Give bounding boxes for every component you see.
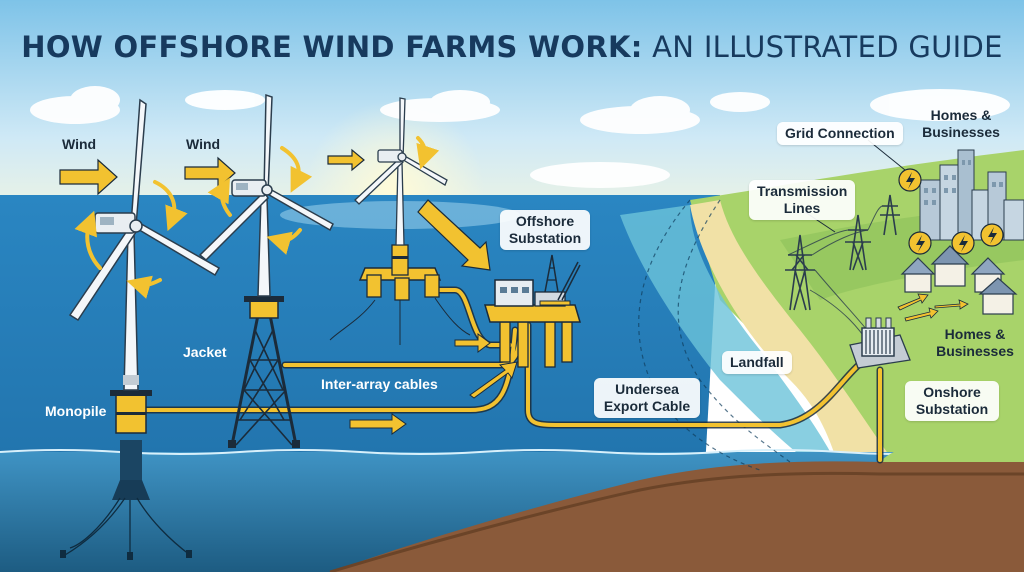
label-jacket: Jacket (183, 344, 227, 360)
label-homes-top: Homes & Businesses (916, 107, 1006, 141)
label-transmission-line-2: Lines (783, 200, 821, 216)
label-grid-connection: Grid Connection (777, 122, 903, 145)
wind-arrows (59, 148, 491, 271)
city (919, 149, 1024, 241)
label-homes-bottom-line-1: Homes & (944, 326, 1006, 342)
label-export-cable-line-2: Export Cable (603, 398, 691, 414)
label-homes-top-line-2: Businesses (922, 124, 1000, 140)
flow-arrows (349, 333, 518, 435)
export-cable (526, 323, 864, 427)
houses (900, 245, 1018, 315)
label-onshore-substation-line-1: Onshore (923, 384, 981, 400)
lightning-bolt-icon (980, 223, 1004, 247)
onshore-substation (849, 317, 911, 369)
clouds (30, 86, 1010, 188)
jacket-turbine (198, 93, 334, 448)
title-light: AN ILLUSTRATED GUIDE (652, 30, 1003, 64)
label-export-cable-line-1: Undersea (615, 381, 679, 397)
beach (690, 200, 900, 470)
lightning-bolts (898, 168, 1004, 255)
lightning-bolt-icon (951, 231, 975, 255)
lightning-bolt-icon (908, 231, 932, 255)
wind-arrow-icon (417, 199, 491, 271)
floating-turbine (329, 97, 471, 345)
label-homes-bottom-line-2: Businesses (936, 343, 1014, 359)
output-arrows (897, 293, 969, 322)
label-offshore-substation: Offshore Substation (500, 210, 590, 250)
label-monopile: Monopile (45, 403, 107, 419)
page-title: HOW OFFSHORE WIND FARMS WORK: AN ILLUSTR… (0, 30, 1024, 64)
label-wind-1: Wind (62, 136, 97, 152)
label-landfall: Landfall (722, 351, 792, 374)
wind-arrow-icon (327, 148, 365, 172)
wind-arrow-icon (59, 158, 118, 196)
label-homes-bottom: Homes & Businesses (928, 326, 1022, 360)
inter-array-cable-monopile (128, 328, 517, 412)
offshore-substation (483, 254, 582, 368)
label-transmission-lines: Transmission Lines (749, 180, 855, 220)
seabed (330, 461, 1024, 572)
label-offshore-substation-line-1: Offshore (515, 213, 575, 229)
lightning-bolt-icon (898, 168, 922, 192)
title-bold: HOW OFFSHORE WIND FARMS WORK: (21, 30, 643, 64)
rotation-arrows (74, 136, 440, 299)
label-undersea-export-cable: Undersea Export Cable (594, 378, 700, 418)
label-inter-array-cables: Inter-array cables (321, 376, 438, 392)
label-offshore-substation-line-2: Substation (508, 230, 582, 246)
label-homes-top-line-1: Homes & (930, 107, 992, 123)
label-transmission-line-1: Transmission (757, 183, 848, 199)
label-wind-2: Wind (186, 136, 221, 152)
label-onshore-substation: Onshore Substation (905, 381, 999, 421)
monopile-turbine (60, 98, 221, 560)
label-onshore-substation-line-2: Substation (915, 401, 989, 417)
